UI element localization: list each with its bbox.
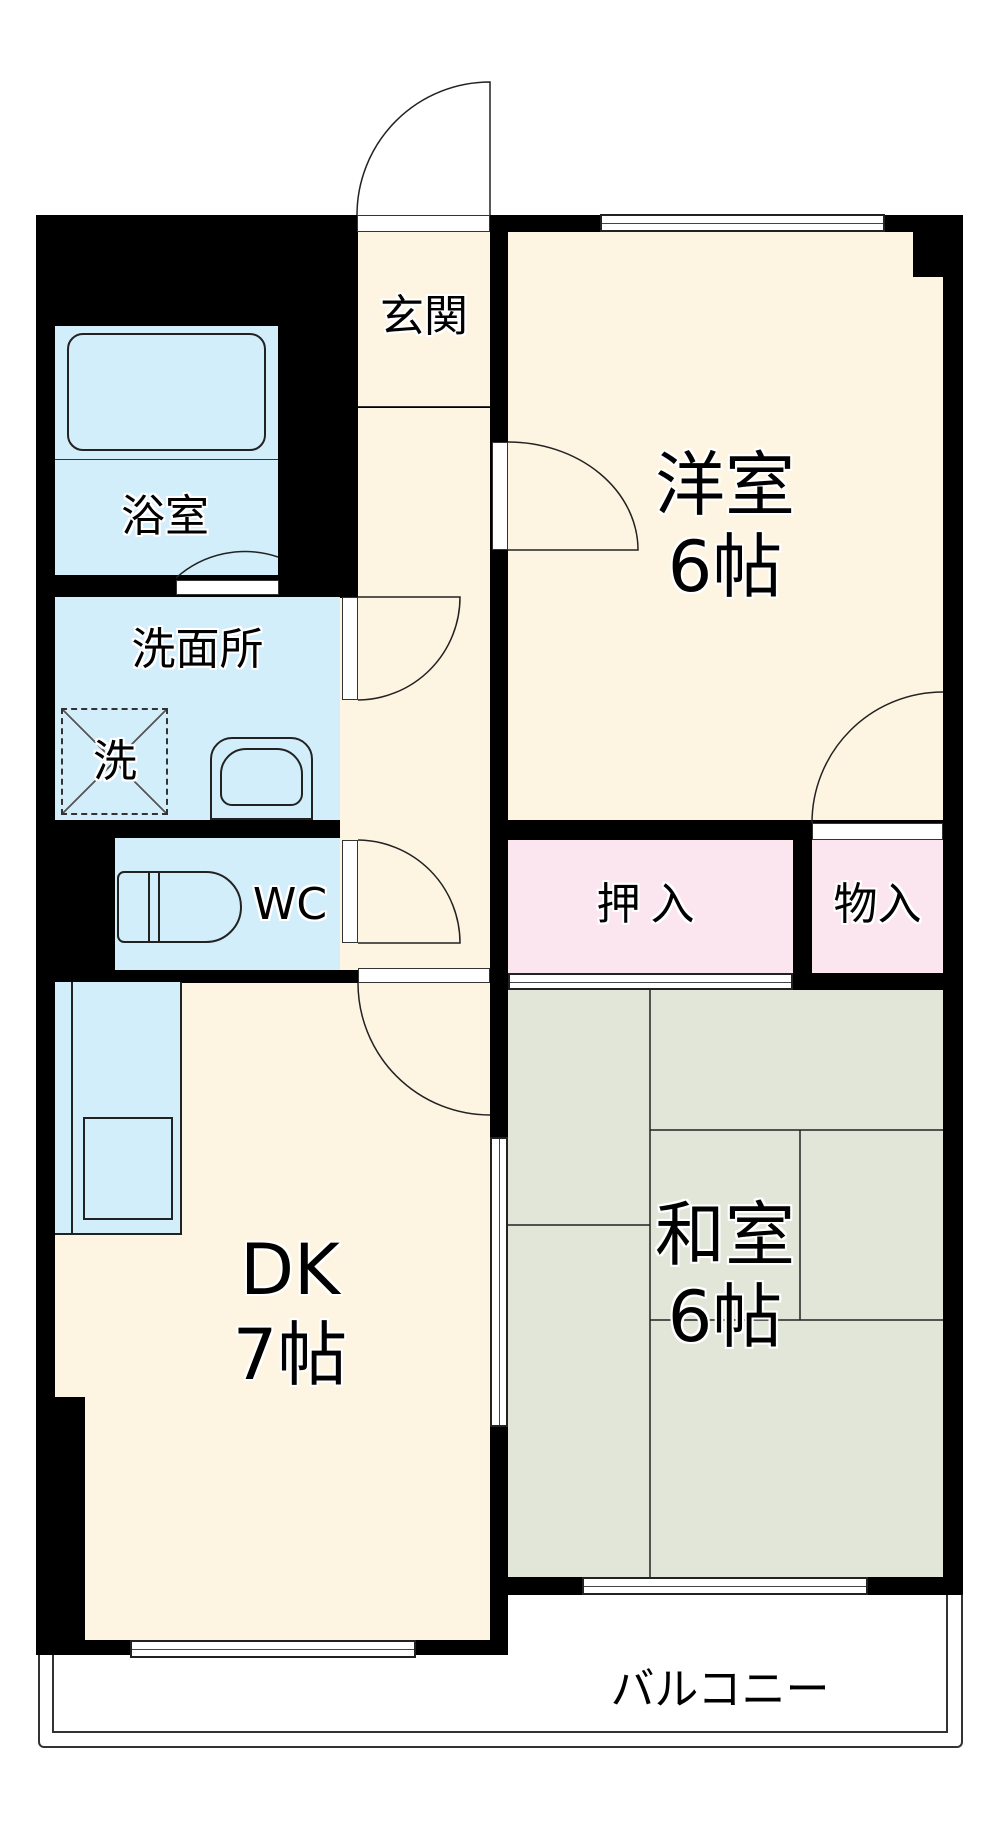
western-room-label: 洋室 [655, 444, 795, 526]
balcony-inner-rail [52, 1585, 948, 1733]
closet-label: 押入 [596, 879, 705, 930]
japanese-room-floor [508, 990, 943, 1577]
balcony-outer-rail [38, 1585, 963, 1748]
entrance-floor [358, 232, 490, 407]
dk-corner-pillar [55, 1397, 85, 1640]
washer-label: 洗 [93, 736, 137, 787]
japanese-room-window [582, 1577, 868, 1595]
western-room-size: 6帖 [667, 526, 783, 608]
toilet-tank-line [148, 873, 160, 941]
western-room-floor [508, 232, 943, 820]
wash-basin-unit [210, 737, 313, 820]
japanese-room-size: 6帖 [667, 1276, 783, 1358]
kitchen-counter [55, 982, 182, 1235]
closet-sliding-door[interactable] [508, 973, 793, 990]
western-room-corner-pillar [913, 215, 943, 277]
tatami-mat-lines [508, 990, 943, 1577]
western-room-door-opening[interactable] [492, 442, 508, 550]
toilet-bowl [117, 871, 242, 943]
dining-kitchen-label: DK [240, 1229, 340, 1311]
bathroom-door-arc [175, 550, 279, 579]
washer-space [61, 708, 168, 815]
japanese-room-label: 和室 [655, 1194, 795, 1276]
toilet-door-arc [357, 839, 461, 944]
storage-door-opening[interactable] [812, 823, 943, 840]
wash-basin-bowl [220, 748, 303, 806]
japanese-room-sliding-door[interactable] [490, 1137, 508, 1427]
storage-monoire-floor [812, 840, 943, 973]
kitchen-counter-edge [55, 982, 73, 1235]
dk-window [130, 1640, 416, 1658]
bathroom-door-opening[interactable] [176, 580, 279, 595]
bathtub-basin [67, 333, 266, 451]
closet-oshiire-floor [508, 840, 793, 973]
toilet-door-opening[interactable] [342, 840, 358, 943]
entrance-label: 玄関 [380, 291, 468, 342]
western-room-door-arc [507, 441, 639, 551]
bathtub [55, 326, 278, 460]
dk-door-arc [357, 982, 491, 1116]
balcony-label: バルコニー [610, 1664, 830, 1715]
dk-door-opening[interactable] [358, 968, 490, 983]
washroom-label: 洗面所 [131, 624, 264, 675]
dining-kitchen-floor-bottom [85, 1580, 490, 1640]
western-room-window [600, 214, 885, 232]
entrance-door-opening[interactable] [357, 215, 490, 232]
washroom-door-opening[interactable] [342, 597, 358, 700]
toilet-label: WC [252, 879, 328, 930]
kitchen-sink [83, 1117, 173, 1220]
storage-label: 物入 [833, 879, 922, 930]
storage-door-arc [811, 691, 944, 824]
bathroom-label: 浴室 [121, 491, 209, 542]
entrance-door-arc [356, 81, 491, 216]
dining-kitchen-size: 7帖 [232, 1314, 348, 1396]
washroom-door-arc [357, 596, 461, 701]
corridor-floor-right [340, 598, 490, 970]
